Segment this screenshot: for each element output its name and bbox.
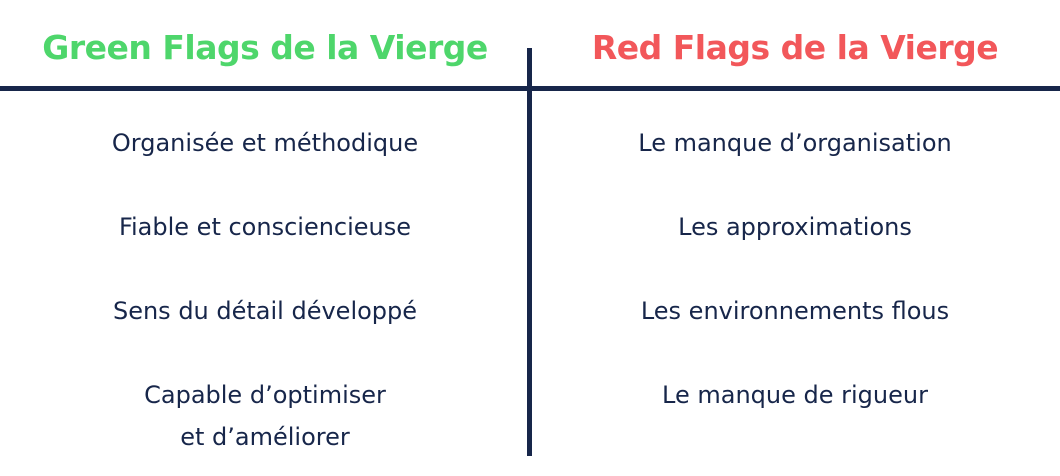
red-flags-list: Le manque d’organisation Les approximati… bbox=[530, 0, 1060, 476]
red-flag-item: Les environnements flous bbox=[640, 297, 950, 325]
green-flags-title: Green Flags de la Vierge bbox=[42, 28, 488, 67]
vertical-divider bbox=[527, 48, 532, 456]
red-flags-title: Red Flags de la Vierge bbox=[591, 28, 999, 67]
red-flag-item: Le manque d’organisation bbox=[638, 129, 952, 157]
green-flag-item: Fiable et consciencieuse bbox=[118, 213, 412, 241]
green-flag-item: Capable d’optimiser et d’améliorer bbox=[144, 381, 386, 451]
green-flag-item: Organisée et méthodique bbox=[111, 129, 419, 157]
red-flag-item: Le manque de rigueur bbox=[662, 381, 928, 409]
green-flags-list: Organisée et méthodique Fiable et consci… bbox=[111, 129, 419, 451]
green-flag-item: Sens du détail développé bbox=[112, 297, 418, 325]
red-flag-item: Les approximations bbox=[678, 213, 912, 241]
